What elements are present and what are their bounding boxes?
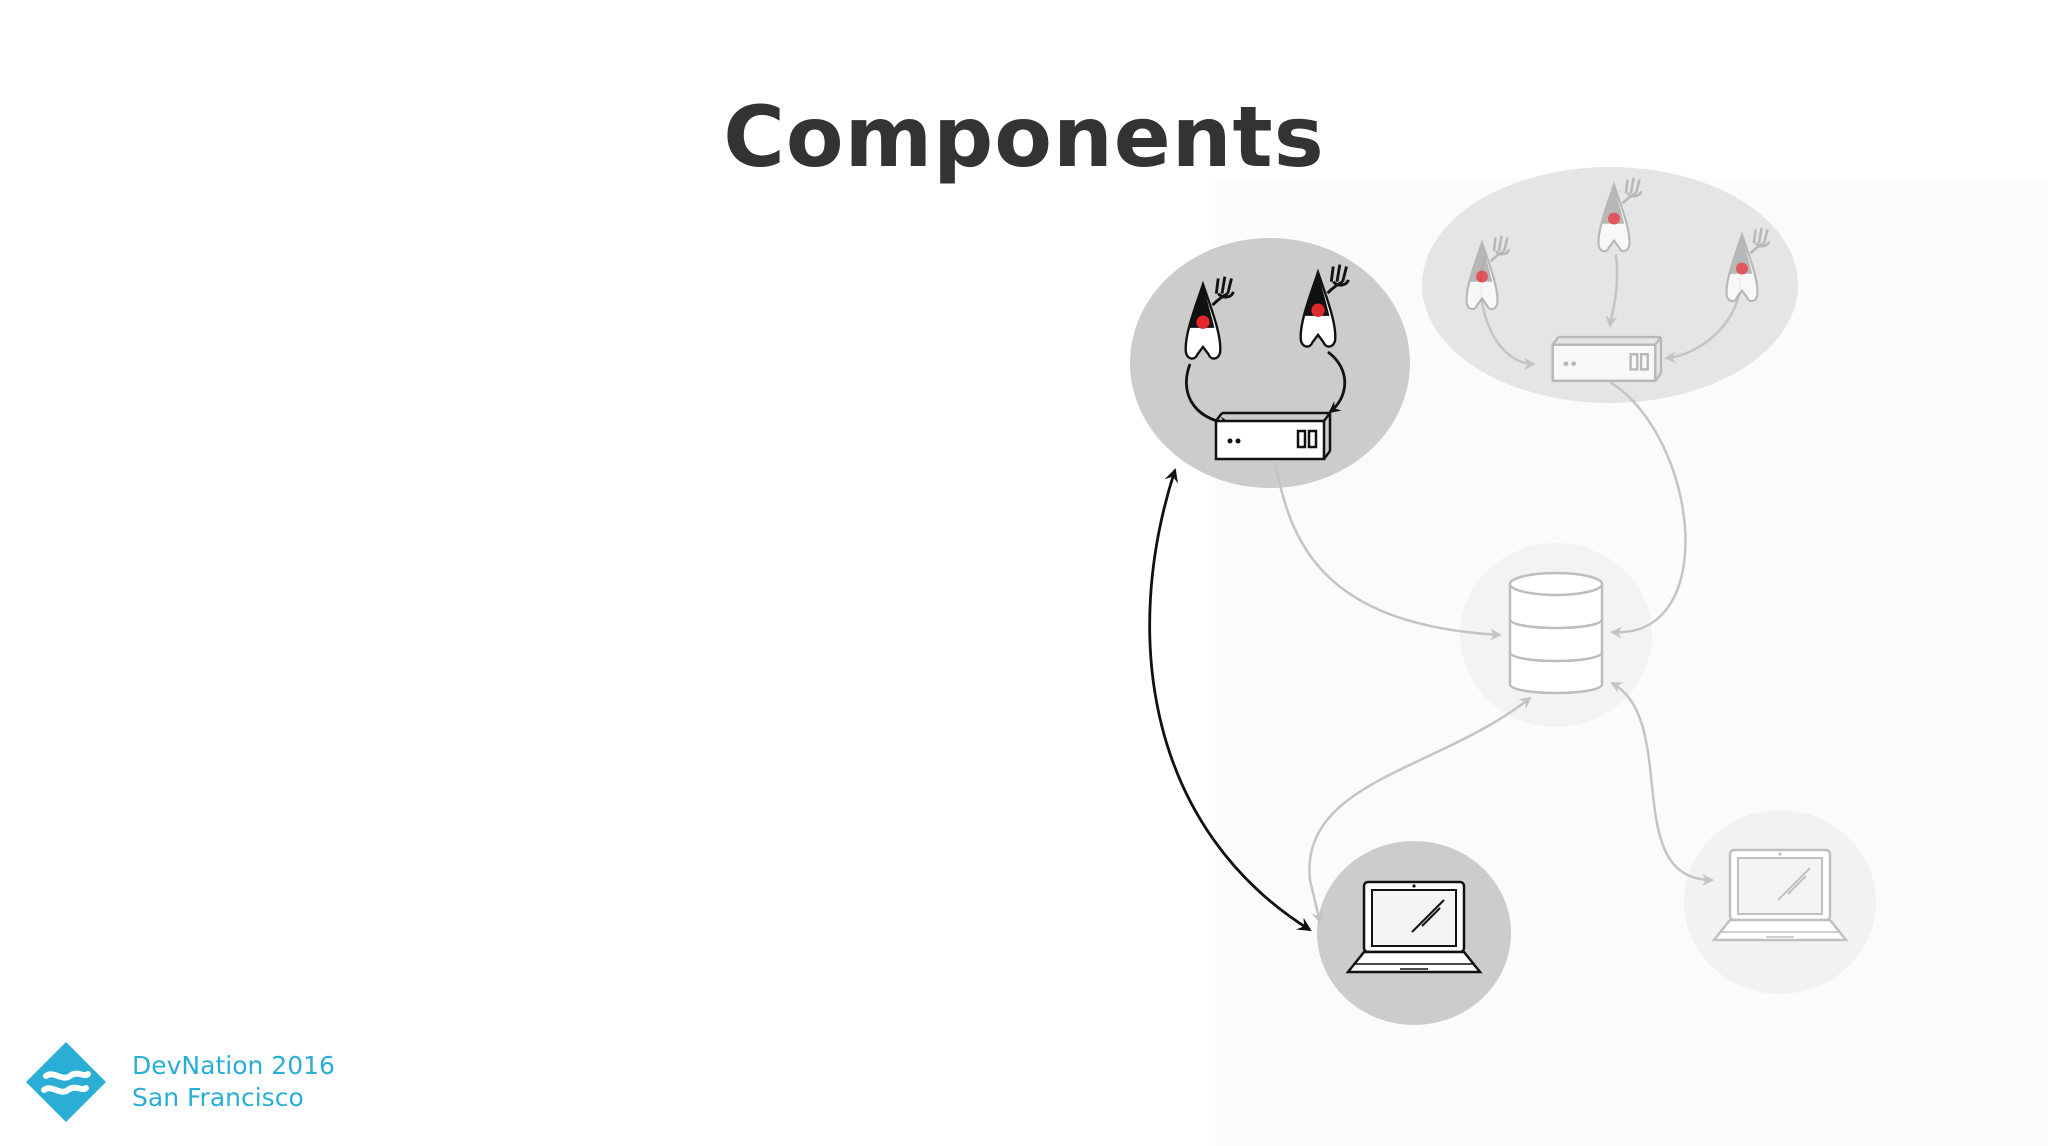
server-icon — [1551, 335, 1663, 382]
brand-line-2: San Francisco — [132, 1083, 304, 1112]
brand-line-1: DevNation 2016 — [132, 1051, 335, 1080]
connector-active-server-to-active-laptop — [1148, 468, 1312, 932]
connector-db-to-faded-laptop — [1610, 681, 1714, 886]
devnation-text: DevNation 2016 San Francisco — [132, 1050, 335, 1114]
slide-title: Components — [723, 88, 1325, 186]
devnation-logo-icon — [26, 1042, 106, 1122]
laptop-icon — [1346, 880, 1482, 974]
database-icon — [1508, 571, 1604, 695]
server-icon — [1214, 411, 1332, 461]
connector-faded-server-to-db — [1609, 380, 1687, 639]
laptop-icon — [1712, 848, 1848, 942]
devnation-branding: DevNation 2016 San Francisco — [24, 1038, 384, 1128]
